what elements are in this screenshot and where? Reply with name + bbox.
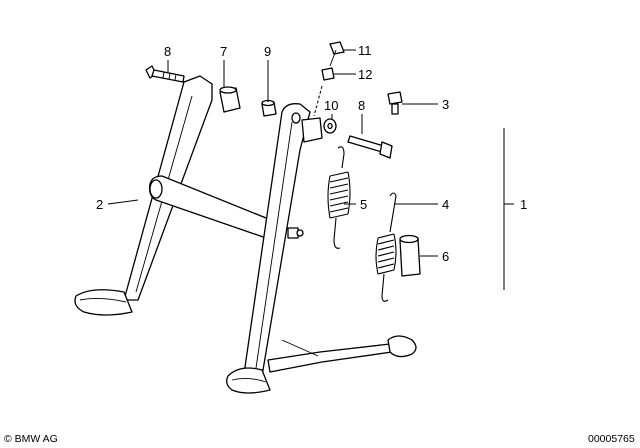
callout-12: 12 [358,67,372,82]
spring-part-5 [327,146,351,249]
callout-2: 2 [96,197,103,212]
bushing-part-7 [219,86,241,113]
callout-4: 4 [442,197,449,212]
callout-8-right: 8 [358,98,365,113]
callout-1: 1 [520,197,527,212]
callout-10: 10 [324,98,338,113]
bolt-part-11 [329,41,345,67]
callout-5: 5 [360,197,367,212]
diagram-number: 00005765 [588,433,635,445]
sleeve-part-6 [399,234,421,277]
center-stand-frame [74,75,417,394]
bolt-part-8-right [347,135,393,159]
callout-3: 3 [442,97,449,112]
copyright-label: © BMW AG [4,433,58,445]
leader-lines [107,49,514,290]
callout-9: 9 [264,44,271,59]
callout-labels: 1 2 3 4 5 6 7 8 8 9 10 11 12 [96,43,527,264]
spring-part-4 [375,192,397,302]
nut-part-9 [261,99,277,117]
callout-11: 11 [358,43,372,58]
nut-part-12 [321,67,335,81]
bolt-part-3 [387,91,403,115]
callout-7: 7 [220,44,227,59]
callout-6: 6 [442,249,449,264]
bolt-part-8-left [145,65,185,83]
washer-part-10 [323,118,337,134]
callout-8-left: 8 [164,44,171,59]
